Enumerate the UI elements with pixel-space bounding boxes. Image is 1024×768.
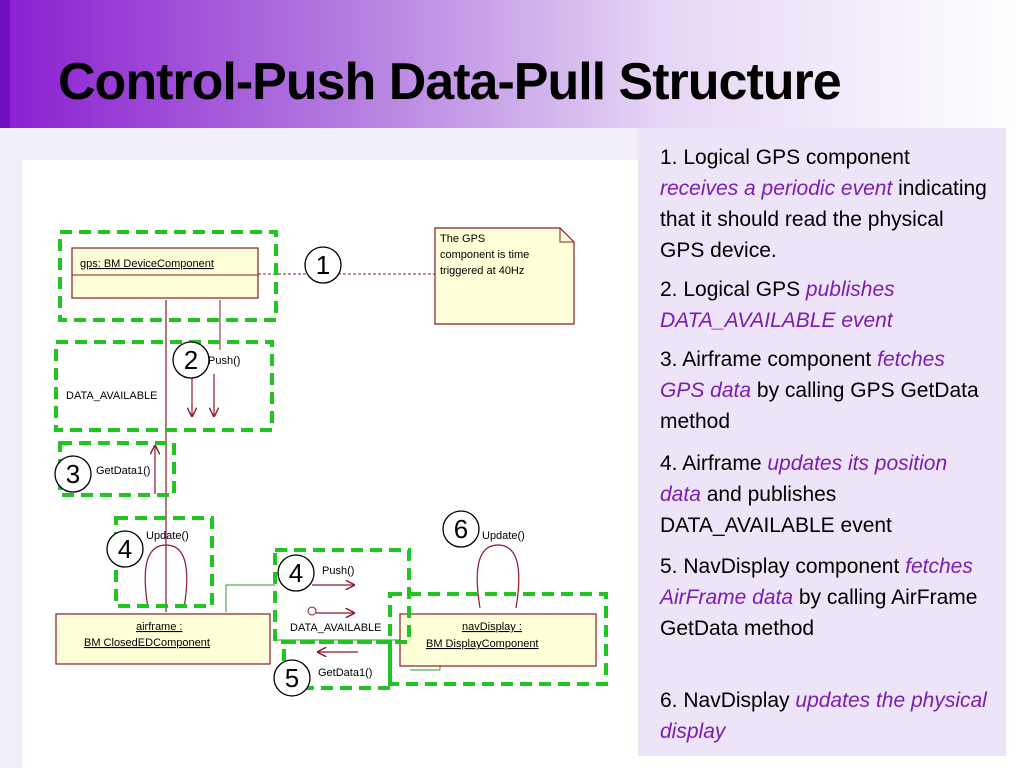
title-band [0,0,1024,128]
note-item-6: 6. NavDisplay updates the physical displ… [660,685,990,747]
note-3-suffix: by calling GPS GetData method [660,379,979,433]
navdisplay-object-box [399,613,597,667]
navdisplay-label-2: BM DisplayComponent [426,638,539,650]
step-number-4a: 4 [118,534,132,564]
note-item-1: 1. Logical GPS component receives a peri… [660,142,990,266]
getdata-label-2: GetData1() [318,667,372,679]
step-marker-4a [106,530,144,568]
airframe-label-2: BM ClosedEDComponent [84,637,210,649]
gps-note-box [434,227,575,325]
step-number-4b: 4 [289,558,303,588]
airframe-object-box [55,613,271,665]
note-6-text: 6. NavDisplay [660,689,796,712]
step-marker-5 [273,659,311,697]
note-item-3: 3. Airframe component fetches GPS data b… [660,344,990,437]
note-5-text: 5. NavDisplay component [660,555,906,578]
step-marker-3 [54,455,92,493]
note-2-text: 2. Logical GPS [660,278,806,301]
step-marker-2 [172,341,210,379]
update-label-1: Update() [146,530,189,542]
data-available-label-2: DATA_AVAILABLE [290,622,382,634]
step-number-2: 2 [184,345,198,375]
note-1-emphasis: receives a periodic event [660,177,893,200]
step-marker-6 [442,510,480,548]
gps-box-label: gps: BM DeviceComponent [80,258,214,270]
note-5-emphasis: fetches AirFrame data [660,555,973,609]
note-item-5: 5. NavDisplay component fetches AirFrame… [660,551,990,644]
note-4-text: 4. Airframe [660,452,768,475]
step-number-6: 6 [454,514,468,544]
page-title: Control-Push Data-Pull Structure [58,53,842,111]
note-line-3: triggered at 40Hz [440,265,524,277]
airframe-label-1: airframe : [136,621,182,633]
note-4-emphasis: updates its position data [660,452,948,506]
note-item-2: 2. Logical GPS publishes DATA_AVAILABLE … [660,274,990,336]
note-2-emphasis: publishes DATA_AVAILABLE event [660,278,895,332]
step-number-5: 5 [285,663,299,693]
notes-panel [638,128,1006,756]
step-number-1: 1 [316,250,330,280]
note-1-text: 1. Logical GPS component [660,146,910,169]
getdata-label-1: GetData1() [96,465,150,477]
push-label-1: Push() [208,355,240,367]
update-label-2: Update() [482,530,525,542]
step-number-3: 3 [66,459,80,489]
note-3-text: 3. Airframe component [660,348,878,371]
title-band-accent [0,0,10,128]
note-5-suffix: by calling AirFrame GetData method [660,586,978,640]
step-marker-1 [304,246,342,284]
navdisplay-label-1: navDisplay : [462,621,522,633]
note-6-emphasis: updates the physical display [660,689,987,743]
note-4-suffix: and publishes DATA_AVAILABLE event [660,483,892,537]
note-line-1: The GPS [440,233,485,245]
note-item-4: 4. Airframe updates its position data an… [660,448,990,541]
step-marker-4b [277,554,315,592]
gps-object-box [71,247,259,299]
note-3-emphasis: fetches GPS data [660,348,945,402]
data-available-label-1: DATA_AVAILABLE [66,390,158,402]
note-1-suffix: indicating that it should read the physi… [660,177,987,262]
push-label-2: Push() [322,565,354,577]
top-margin-band [38,128,638,160]
note-line-2: component is time [440,249,529,261]
